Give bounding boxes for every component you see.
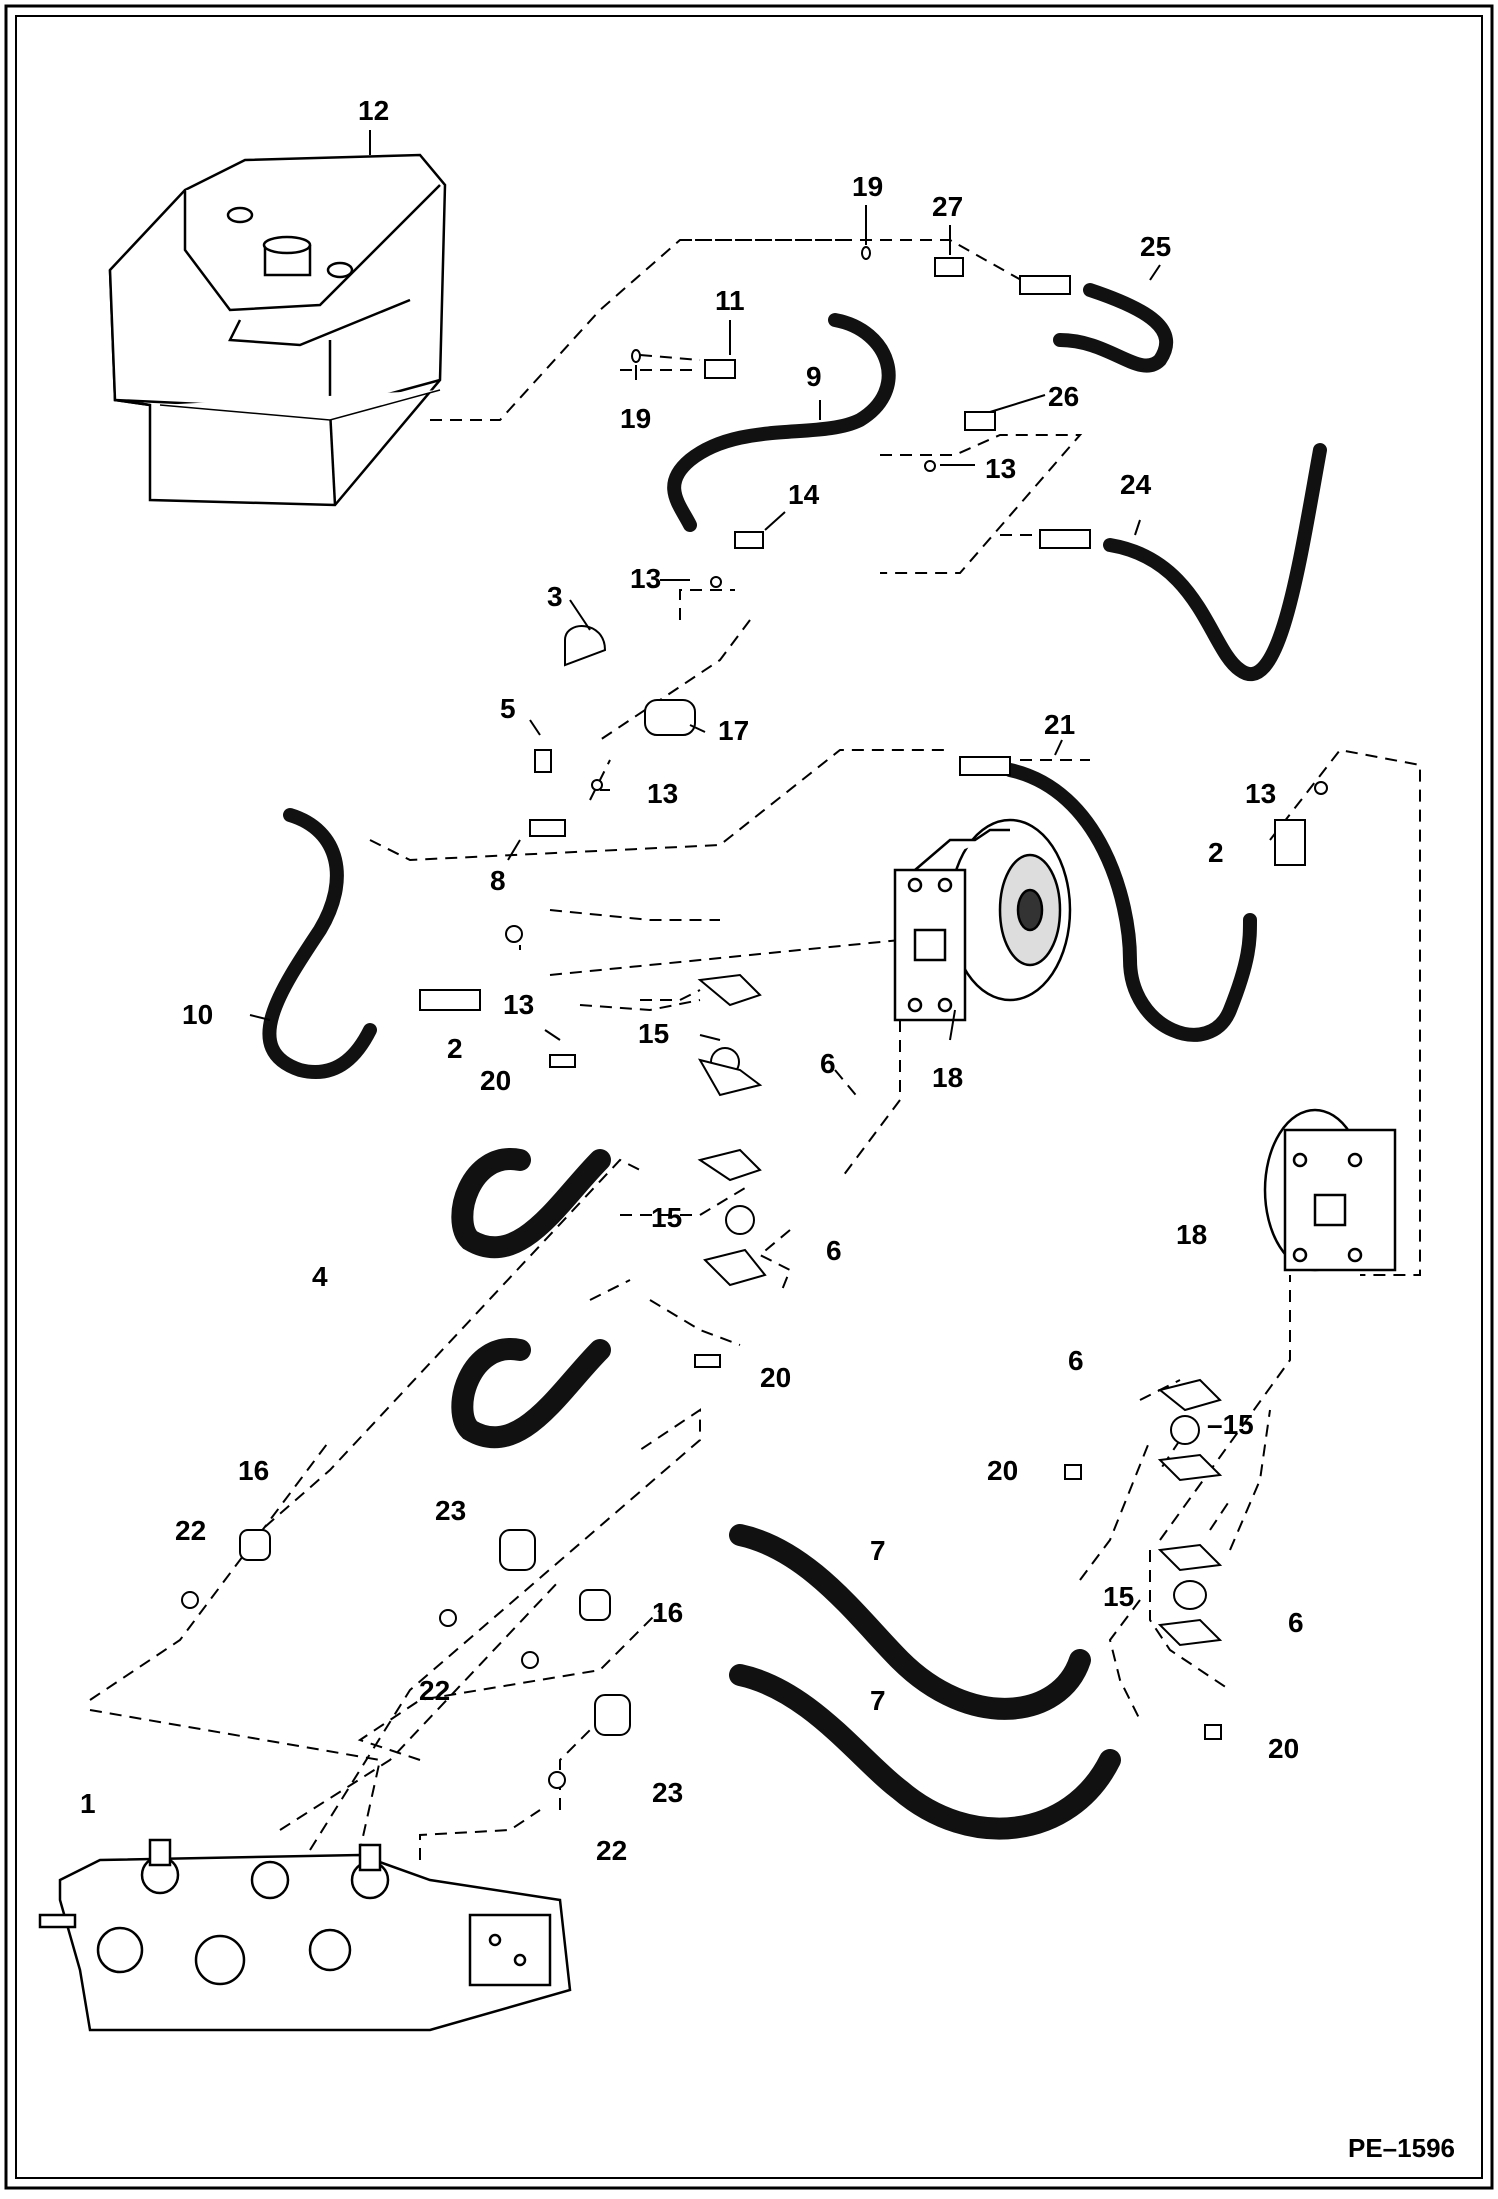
callout-7-upper: 7 xyxy=(870,1535,886,1566)
callout-10: 10 xyxy=(182,999,213,1030)
drawing-border xyxy=(15,15,1483,2179)
callout-23-a: 23 xyxy=(435,1495,466,1526)
callout-13-b: 13 xyxy=(630,563,661,594)
hose-4b xyxy=(451,1338,611,1449)
drawing-frame xyxy=(4,4,1494,2190)
callout-3: 3 xyxy=(547,581,563,612)
callout-12: 12 xyxy=(358,95,389,126)
callout-22-b: 22 xyxy=(419,1675,450,1706)
hose-25 xyxy=(1053,283,1173,373)
callout-7-lower: 7 xyxy=(870,1685,886,1716)
reservoir-tank xyxy=(108,153,447,507)
drive-motor-upper xyxy=(893,818,1072,1022)
callout-19-upper: 19 xyxy=(852,171,883,202)
leader-lines xyxy=(249,130,1161,1041)
callout-8: 8 xyxy=(490,865,506,896)
hose-10 xyxy=(262,808,377,1079)
callout-25: 25 xyxy=(1140,231,1171,262)
callout-2-upper: 2 xyxy=(1208,837,1224,868)
callout-18-upper: 18 xyxy=(932,1062,963,1093)
callout-21: 21 xyxy=(1044,709,1075,740)
callout-15-b: 15 xyxy=(651,1202,682,1233)
drive-motor-lower xyxy=(1263,1108,1397,1272)
hydrostatic-pump xyxy=(38,1838,572,2032)
callout-13-c: 13 xyxy=(647,778,678,809)
callout-13-d: 13 xyxy=(1245,778,1276,809)
hose-7a xyxy=(729,1524,1091,1720)
callout-2-lower: 2 xyxy=(447,1033,463,1064)
callout-4: 4 xyxy=(312,1261,328,1292)
callout-1: 1 xyxy=(80,1788,96,1819)
callout-20-a: 20 xyxy=(480,1065,511,1096)
callouts: 12 19 27 25 11 9 19 26 13 24 14 13 3 17 … xyxy=(80,95,1304,1866)
callout-6-d: 6 xyxy=(1288,1607,1304,1638)
callout-13-a: 13 xyxy=(985,453,1016,484)
callout-20-c: 20 xyxy=(987,1455,1018,1486)
hoses xyxy=(262,283,1327,1840)
callout-23-b: 23 xyxy=(652,1777,683,1808)
callout-20-b: 20 xyxy=(760,1362,791,1393)
callout-5: 5 xyxy=(500,693,516,724)
callout-15-c: –15 xyxy=(1207,1409,1254,1440)
drawing-id: PE–1596 xyxy=(1348,2133,1455,2163)
fittings xyxy=(181,246,1328,1789)
callout-24: 24 xyxy=(1120,469,1152,500)
callout-20-d: 20 xyxy=(1268,1733,1299,1764)
hose-9 xyxy=(667,313,896,532)
callout-13-e: 13 xyxy=(503,989,534,1020)
callout-16-b: 16 xyxy=(652,1597,683,1628)
callout-14: 14 xyxy=(788,479,820,510)
callout-9: 9 xyxy=(806,361,822,392)
callout-18-lower: 18 xyxy=(1176,1219,1207,1250)
callout-22-a: 22 xyxy=(175,1515,206,1546)
hose-24 xyxy=(1103,443,1327,681)
hose-4a xyxy=(451,1148,611,1259)
callout-16-a: 16 xyxy=(238,1455,269,1486)
callout-19-lower: 19 xyxy=(620,403,651,434)
callout-27: 27 xyxy=(932,191,963,222)
callout-11: 11 xyxy=(715,285,745,316)
callout-6-b: 6 xyxy=(826,1235,842,1266)
callout-17: 17 xyxy=(718,715,749,746)
callout-15-a: 15 xyxy=(638,1018,669,1049)
callout-6-c: 6 xyxy=(1068,1345,1084,1376)
hose-7b xyxy=(729,1664,1121,1840)
callout-15-d: 15 xyxy=(1103,1581,1134,1612)
callout-22-c: 22 xyxy=(596,1835,627,1866)
callout-26: 26 xyxy=(1048,381,1079,412)
callout-6-a: 6 xyxy=(820,1048,836,1079)
hose-21 xyxy=(1003,763,1257,1042)
